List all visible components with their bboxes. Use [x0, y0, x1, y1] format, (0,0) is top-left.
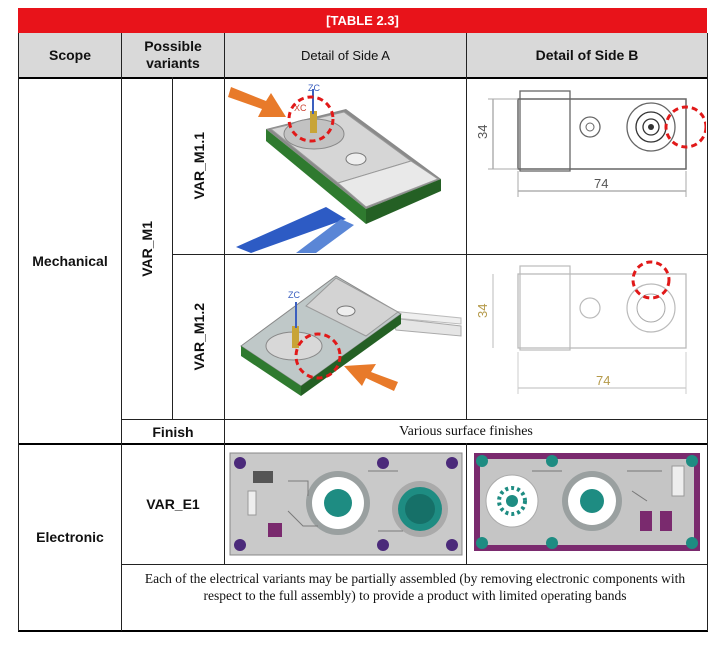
electronic-note: Each of the electrical variants may be p…	[144, 571, 686, 603]
m12-side-a-3d-image: ZC	[240, 275, 462, 396]
axis-label-xc: XC	[294, 103, 307, 113]
variant-m11-label: VAR_M1.1	[190, 132, 207, 200]
m12-side-b-drawing: 34 74	[475, 260, 687, 394]
table-title: [TABLE 2.3]	[18, 8, 707, 33]
axis-label-zc-2: ZC	[288, 290, 300, 300]
variant-m11-cell: VAR_M1.1	[173, 78, 224, 254]
finish-label: Finish	[152, 423, 194, 440]
variant-m12-cell: VAR_M1.2	[173, 255, 224, 419]
header-variants: Possible variants	[122, 33, 224, 77]
pcb-side-b-image	[474, 453, 700, 551]
axis-label-zc: ZC	[308, 83, 320, 93]
m11-height-dim: 34	[475, 125, 490, 139]
m11-side-a-3d-image: ZC XC	[228, 83, 441, 253]
variant-group-label: VAR_M1	[139, 220, 155, 277]
variant-m12-label: VAR_M1.2	[190, 303, 207, 371]
m11-width-dim: 74	[594, 176, 608, 191]
header-scope: Scope	[19, 33, 121, 77]
variant-group-cell: VAR_M1	[122, 78, 172, 419]
scope-electronic: Electronic	[36, 529, 104, 545]
header-side-b: Detail of Side B	[467, 33, 707, 77]
variant-e1-label: VAR_E1	[146, 496, 200, 512]
m12-width-dim: 74	[596, 373, 610, 388]
pcb-side-a-image	[229, 452, 463, 556]
scope-mechanical: Mechanical	[32, 252, 108, 269]
m12-height-dim: 34	[475, 304, 490, 318]
finish-text: Various surface finishes	[399, 423, 533, 439]
header-side-a: Detail of Side A	[225, 33, 466, 77]
m11-side-b-drawing: 34 74	[475, 90, 706, 197]
